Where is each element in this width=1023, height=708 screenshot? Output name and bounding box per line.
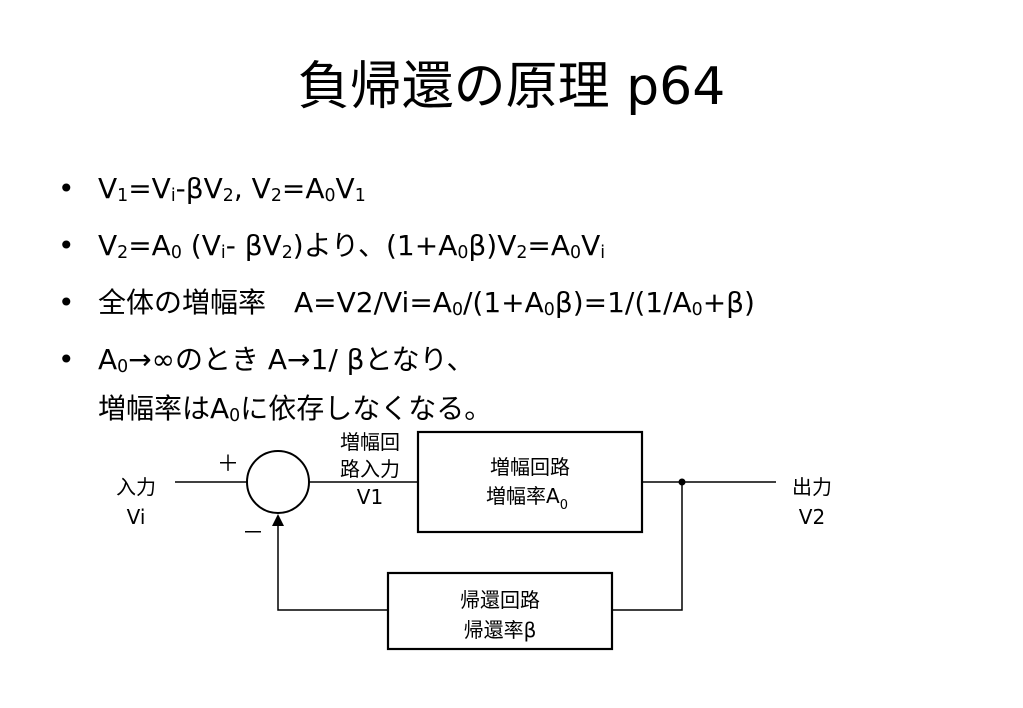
formula-text: (V [181, 229, 221, 263]
formula-text: )より、(1+A [292, 229, 458, 263]
formula-text: に依存しなくなる。 [240, 392, 493, 426]
feedback-tap-wire [612, 482, 683, 611]
formula-text: 全体の増幅率 A=V2/Vi=A [98, 286, 452, 320]
subscript: 0 [570, 243, 582, 264]
bullet-item: •V1=Vi-βV2, V2=A0V1 [58, 168, 958, 217]
bullet-marker: • [58, 172, 75, 205]
output-node [678, 478, 686, 486]
formula-text: , V [233, 172, 271, 205]
formula-text: β)V [468, 229, 517, 263]
bullet-marker: • [58, 286, 75, 320]
feedback-arrowhead [272, 514, 284, 526]
output-label: 出力 [792, 475, 832, 499]
formula-text: V [335, 172, 355, 205]
amp-input-label-line1: 増幅回 [340, 430, 400, 454]
feedback-block-rate: 帰還率β [464, 618, 537, 642]
amp-block-title: 増幅回路 [490, 455, 570, 479]
formula-text: V [98, 229, 118, 263]
bullet-line: 全体の増幅率 A=V2/Vi=A0/(1+A0β)=1/(1/A0+β) [98, 282, 958, 331]
feedback-block [386, 571, 614, 651]
input-symbol: Vi [127, 505, 146, 529]
bullet-list: •V1=Vi-βV2, V2=A0V1•V2=A0 (Vi- βV2)より、(1… [58, 168, 958, 446]
formula-text: =A [128, 229, 171, 263]
feedback-return-wire [277, 524, 388, 611]
amplifier-block [416, 430, 644, 534]
bullet-item: •A0→∞のとき A→1/ βとなり、増幅率はA0に依存しなくなる。 [58, 339, 958, 437]
formula-text: =A [281, 172, 325, 205]
formula-text: -βV [175, 172, 223, 205]
formula-text: A [98, 343, 118, 377]
minus-sign: － [242, 521, 264, 546]
formula-text: =A [527, 229, 571, 263]
formula-text: V [581, 229, 601, 263]
feedback-block-title: 帰還回路 [460, 588, 540, 612]
subscript: 0 [691, 300, 703, 321]
subscript: i [170, 186, 176, 207]
subscript: 2 [117, 243, 129, 264]
amp-input-label-line2: 路入力 [340, 457, 400, 481]
formula-text: /(1+A [463, 286, 544, 320]
subscript: 0 [324, 186, 336, 207]
subscript: 2 [516, 243, 528, 264]
subscript: i [600, 243, 606, 264]
amp-block-gain: 増幅率A0 [486, 484, 568, 513]
formula-text: β)=1/(1/A [554, 286, 692, 320]
subscript: 0 [117, 357, 129, 378]
subscript: 0 [543, 300, 555, 321]
bullet-item: •V2=A0 (Vi- βV2)より、(1+A0β)V2=A0Vi [58, 225, 958, 274]
amp-input-symbol: V1 [357, 485, 383, 509]
bullet-line: V1=Vi-βV2, V2=A0V1 [98, 168, 958, 217]
subscript: 0 [451, 300, 463, 321]
formula-text: - βV [225, 229, 282, 263]
plus-sign: ＋ [217, 452, 239, 477]
bullet-line: V2=A0 (Vi- βV2)より、(1+A0β)V2=A0Vi [98, 225, 958, 274]
bullet-marker: • [58, 229, 75, 263]
subscript: 1 [117, 186, 129, 207]
subscript: 2 [222, 186, 234, 207]
subscript: 2 [281, 243, 293, 264]
bullet-marker: • [58, 343, 75, 377]
slide-title: 負帰還の原理 p64 [297, 57, 726, 117]
subscript: 0 [170, 243, 182, 264]
formula-text: +β) [702, 286, 755, 320]
subscript: i [220, 243, 226, 264]
bullet-item: •全体の増幅率 A=V2/Vi=A0/(1+A0β)=1/(1/A0+β) [58, 282, 958, 331]
bullet-line: A0→∞のとき A→1/ βとなり、 [98, 339, 958, 388]
subscript: 1 [354, 186, 366, 207]
subscript: 0 [457, 243, 469, 264]
bullet-line: 増幅率はA0に依存しなくなる。 [98, 388, 958, 437]
summing-junction [246, 450, 310, 514]
input-label: 入力 [116, 475, 156, 499]
output-symbol: V2 [799, 505, 825, 529]
formula-text: =V [128, 172, 171, 205]
formula-text: →∞のとき A→1/ βとなり、 [128, 343, 475, 377]
formula-text: V [98, 172, 118, 205]
subscript: 0 [229, 406, 241, 427]
formula-text: 増幅率はA [98, 392, 230, 426]
subscript: 2 [270, 186, 282, 207]
